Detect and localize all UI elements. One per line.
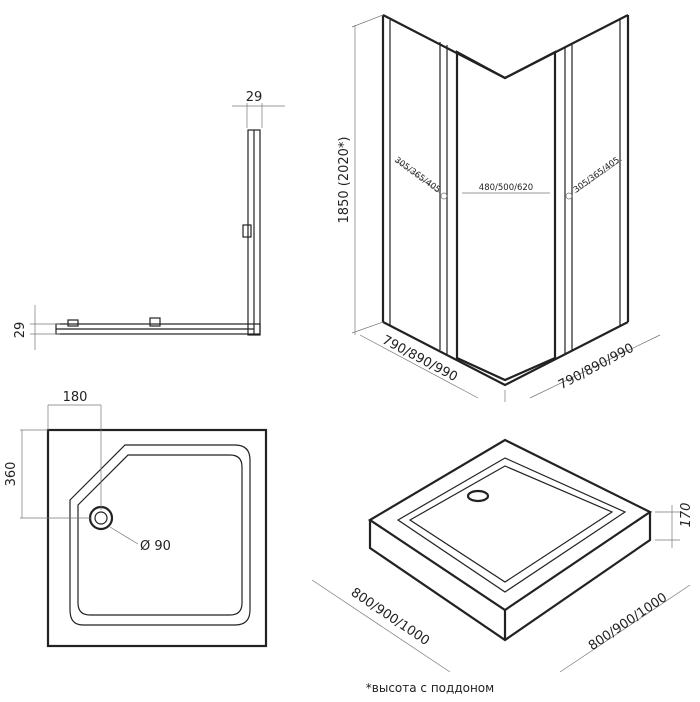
enclosure-view: 305/365/405 480/500/620 305/365/405 1850… xyxy=(337,14,661,402)
profile-dim-top: 29 xyxy=(246,90,263,105)
left-panel-opening: 305/365/405 xyxy=(392,155,442,195)
profile-view: 29 29 xyxy=(13,90,285,350)
enclosure-width-right: 790/890/990 xyxy=(556,341,637,393)
tray-iso-view: 170 800/900/1000 800/900/1000 xyxy=(311,438,694,673)
enclosure-height: 1850 (2020*) xyxy=(337,137,352,224)
tray-height: 170 xyxy=(679,503,694,528)
center-opening: 480/500/620 xyxy=(479,183,533,193)
tray-width-left: 800/900/1000 xyxy=(348,585,432,649)
right-panel-opening: 305/365/405 xyxy=(572,155,622,195)
tray-dim-360: 360 xyxy=(4,462,19,487)
tray-width-right: 800/900/1000 xyxy=(586,590,670,654)
drain-diameter: Ø 90 xyxy=(140,539,171,554)
profile-dim-left: 29 xyxy=(13,322,28,339)
footnote: *высота с поддоном xyxy=(366,681,494,695)
tray-dim-180: 180 xyxy=(63,390,88,405)
tray-plan-view: 180 360 Ø 90 xyxy=(4,390,268,648)
